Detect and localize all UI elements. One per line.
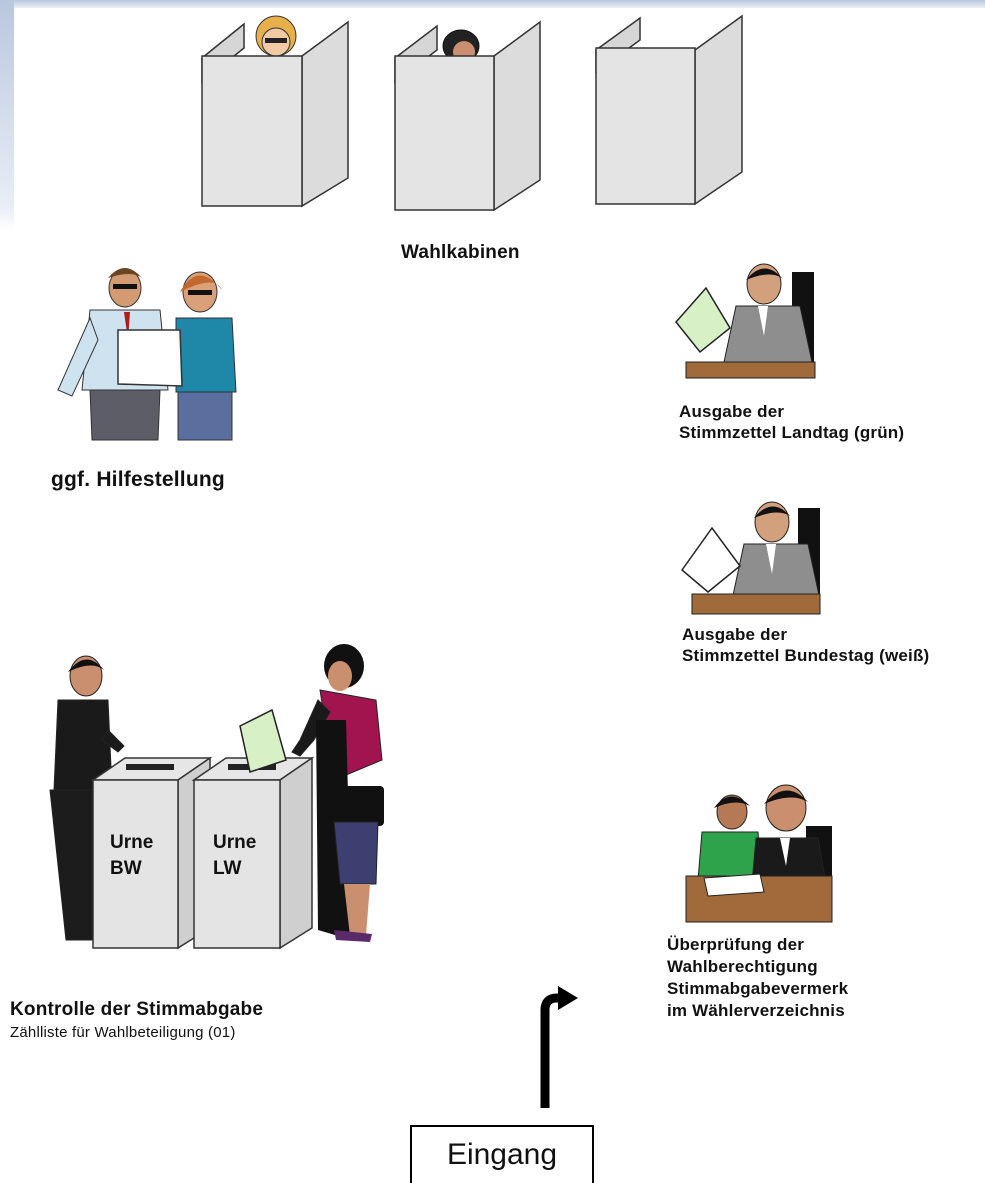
urn-lw-label-line-1: Urne [213,832,257,853]
label-register-check-line-3: Stimmabgabevermerk [667,979,849,998]
voter-in-booth-1 [255,15,297,57]
urn-bw-label: Urne BW [110,830,153,882]
urn-lw-label-line-2: LW [213,858,242,879]
ballot-box-scene [49,644,384,950]
label-help: ggf. Hilfestellung [51,468,225,491]
entrance-label: Eingang [446,1138,558,1171]
label-register-check-line-4: im Wählerverzeichnis [667,1001,845,1020]
voting-booth-1 [201,15,349,208]
label-register-check-line-2: Wahlberechtigung [667,957,818,976]
label-issue-bundestag: Ausgabe der Stimmzettel Bundestag (weiß) [682,624,929,666]
label-issue-bundestag-line-1: Ausgabe der [682,625,788,644]
clerk-landtag-clipart [675,263,816,379]
label-control-subtitle: Zählliste für Wahlbeteiligung (01) [10,1024,236,1041]
helper-people-clipart [57,268,237,441]
label-register-check-line-1: Überprüfung der [667,935,805,954]
label-issue-landtag-line-1: Ausgabe der [679,402,785,421]
voting-booth-2 [394,20,541,212]
label-control-title: Kontrolle der Stimmabgabe [10,999,264,1020]
label-register-check: Überprüfung der Wahlberechtigung Stimmab… [667,934,848,1022]
urn-bw-label-line-1: Urne [110,832,154,853]
side-gradient [0,0,14,230]
clerk-bundestag-clipart [680,501,821,615]
urn-lw-label: Urne LW [213,830,256,882]
window-top-bar [0,0,985,8]
entrance-arrow [540,986,578,1108]
label-issue-landtag: Ausgabe der Stimmzettel Landtag (grün) [679,401,904,443]
label-issue-landtag-line-2: Stimmzettel Landtag (grün) [679,423,905,442]
urn-bw-label-line-2: BW [110,858,142,879]
voting-booth-3 [595,14,743,206]
label-booths: Wahlkabinen [401,242,520,263]
entrance-box: Eingang [410,1125,594,1183]
label-issue-bundestag-line-2: Stimmzettel Bundestag (weiß) [682,646,930,665]
register-check-clipart [685,784,833,923]
